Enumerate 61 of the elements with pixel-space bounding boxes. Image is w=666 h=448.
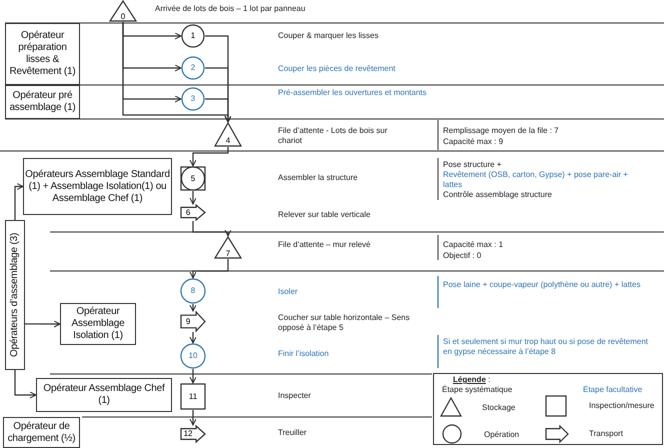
step-description: Relever sur table verticale bbox=[278, 210, 372, 220]
step-description: Treuiller bbox=[278, 428, 308, 438]
arrow bbox=[192, 221, 232, 236]
step-note: Remplissage moyen de la file : 7 bbox=[443, 126, 560, 136]
step-number: 0 bbox=[120, 12, 126, 22]
step-number: 3 bbox=[190, 94, 196, 104]
arrow bbox=[190, 147, 229, 166]
step-description: Coucher sur table horizontale – Sens opposé à l’étape 5 bbox=[278, 313, 411, 333]
operator-box: Opérateur de chargement (½) bbox=[3, 417, 80, 448]
step-note: Si et seulement si mur trop haut ou si pose de revêtement en gypse nécessaire à l’étape 8 bbox=[443, 337, 649, 357]
arrow bbox=[25, 320, 60, 328]
header-note: Arrivée de lots de bois – 1 lot par panneau bbox=[155, 4, 306, 14]
step-note: Capacité max : 1 bbox=[443, 240, 504, 250]
legend-title: Légende : bbox=[453, 375, 492, 385]
legend-label: Inspection/mesure bbox=[589, 401, 654, 411]
legend-label: Opération bbox=[484, 430, 520, 440]
step-description: Assembler la structure bbox=[278, 173, 359, 183]
step-description: Couper les pièces de revêtement bbox=[278, 64, 396, 74]
arrow bbox=[205, 98, 232, 122]
step-number: 9 bbox=[184, 316, 192, 326]
step-number: 4 bbox=[224, 136, 232, 146]
step-number: 1 bbox=[190, 31, 196, 41]
step-note: Pose laine + coupe-vapeur (polythène ou autre) + lattes bbox=[443, 280, 642, 290]
arrow bbox=[190, 259, 229, 278]
arrow bbox=[190, 191, 196, 204]
operator-box: Opérateur pré assemblage (1) bbox=[5, 85, 80, 119]
step-description: Couper & marquer les lisses bbox=[278, 31, 380, 41]
step-number: 10 bbox=[188, 351, 198, 361]
step-description: Finir l’isolation bbox=[278, 349, 330, 359]
arrow bbox=[14, 183, 24, 220]
step-number: 2 bbox=[190, 63, 196, 73]
step-number: 5 bbox=[190, 174, 196, 184]
step-number: 6 bbox=[184, 208, 192, 218]
step-note: Contrôle assemblage structure bbox=[443, 190, 553, 200]
arrow bbox=[190, 304, 196, 312]
step-number: 8 bbox=[190, 286, 196, 296]
step-description: File d’attente - Lots de bois sur chariot bbox=[278, 126, 388, 146]
step-note: Capacité max : 9 bbox=[443, 137, 504, 147]
legend-label: Stockage bbox=[482, 403, 516, 413]
arrow bbox=[14, 370, 36, 398]
legend-note: Étape facultative bbox=[583, 385, 644, 395]
step-description: Pré-assembler les ouvertures et montants bbox=[278, 88, 428, 98]
arrow bbox=[190, 332, 196, 344]
step-number: 7 bbox=[224, 248, 232, 259]
legend-note: Étape systématique bbox=[442, 385, 514, 395]
operator-box: Opérateurs Assemblage Standard (1) + Assemblage Isolation(1) ou Assemblage Chef (1) bbox=[23, 158, 172, 215]
step-note: Objectif : 0 bbox=[443, 251, 482, 261]
step-description: File d’attente – mur relevé bbox=[278, 240, 372, 250]
step-number: 11 bbox=[188, 392, 198, 402]
step-note: Pose structure + bbox=[443, 160, 502, 170]
arrow bbox=[190, 369, 196, 384]
operator-box: Opérateur Assemblage Isolation (1) bbox=[60, 303, 136, 345]
step-description: Isoler bbox=[278, 287, 299, 297]
legend-label: Transport bbox=[589, 429, 623, 439]
operator-box: Opérateur Assemblage Chef (1) bbox=[36, 378, 172, 412]
arrow bbox=[190, 410, 196, 426]
step-note: Revêtement (OSB, carton, Gypse) + pose pare-air + lattes bbox=[443, 170, 629, 190]
step-number: 12 bbox=[182, 429, 194, 439]
operator-box: Opérateurs d’assemblage (3) bbox=[5, 220, 25, 370]
operator-box: Opérateur préparation lisses & Revêtement (1) bbox=[5, 23, 80, 85]
step-description: Inspecter bbox=[278, 391, 312, 401]
